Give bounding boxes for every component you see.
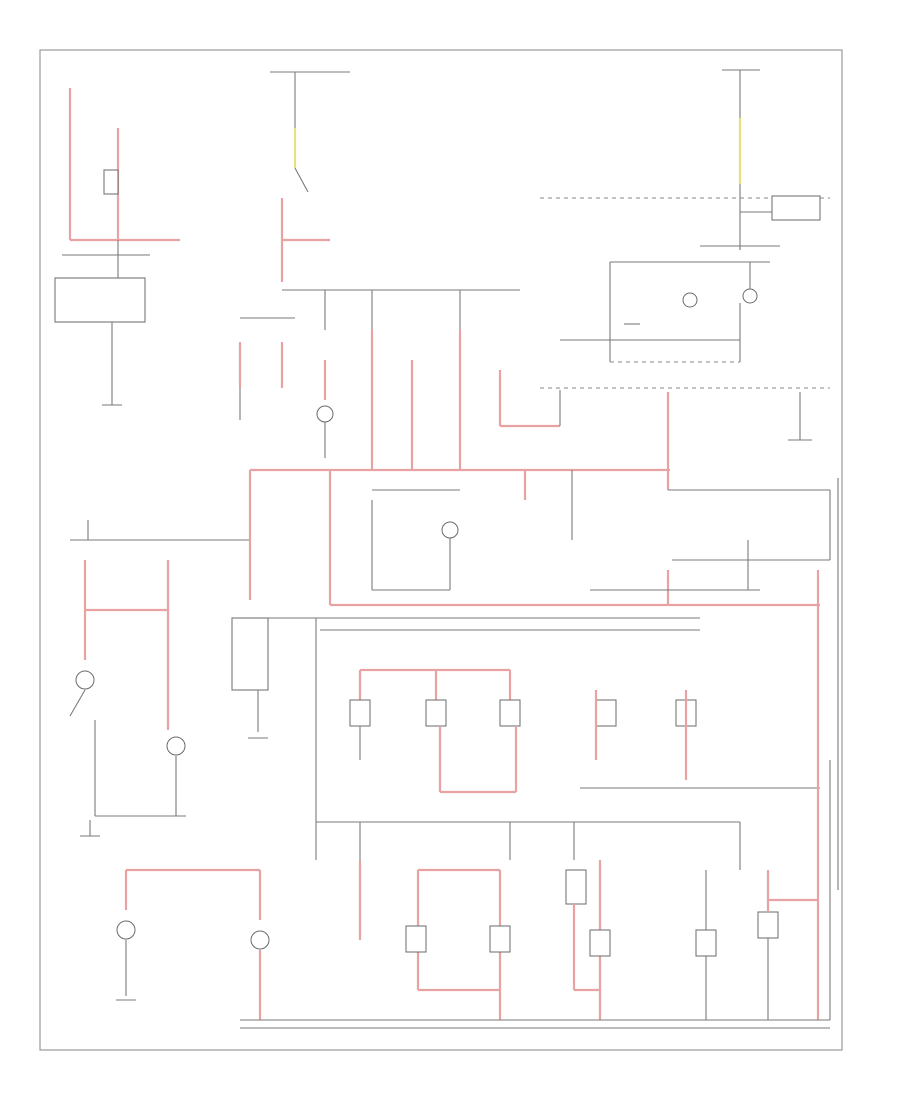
switch-block-b3 bbox=[565, 869, 587, 905]
lamp-block-b2 bbox=[489, 925, 511, 953]
left-middle-section bbox=[69, 520, 269, 837]
lamp-block-1 bbox=[349, 699, 371, 727]
lamp-left-1 bbox=[75, 670, 95, 690]
diagram-frame bbox=[39, 49, 843, 1051]
lamp-mid-1 bbox=[441, 521, 459, 539]
bottom-section bbox=[116, 821, 830, 1029]
middle-bus bbox=[248, 468, 831, 607]
top-center-section bbox=[238, 71, 561, 470]
switch-box-left bbox=[54, 277, 146, 323]
lamp-right-2 bbox=[742, 288, 758, 304]
lamp-center-1 bbox=[316, 405, 334, 423]
relay-top-left bbox=[103, 169, 119, 195]
lamp-block-b6 bbox=[757, 911, 779, 939]
module-left bbox=[231, 617, 269, 691]
lamp-block-b5 bbox=[695, 929, 717, 957]
top-left-section bbox=[54, 88, 180, 406]
lamp-block-2 bbox=[425, 699, 447, 727]
lamp-block-4 bbox=[595, 699, 617, 727]
lamp-bottom-left-1 bbox=[116, 920, 136, 940]
lamp-block-b4 bbox=[589, 929, 611, 957]
lamp-block-3 bbox=[499, 699, 521, 727]
lamp-bottom-left-2 bbox=[250, 930, 270, 950]
lamp-block-b1 bbox=[405, 925, 427, 953]
lamp-right-1 bbox=[682, 292, 698, 308]
top-right-section bbox=[540, 69, 830, 490]
right-rail bbox=[816, 478, 839, 1020]
lamp-left-2 bbox=[166, 736, 186, 756]
center-lamp-group bbox=[268, 617, 820, 860]
connector-box-right bbox=[771, 195, 821, 221]
